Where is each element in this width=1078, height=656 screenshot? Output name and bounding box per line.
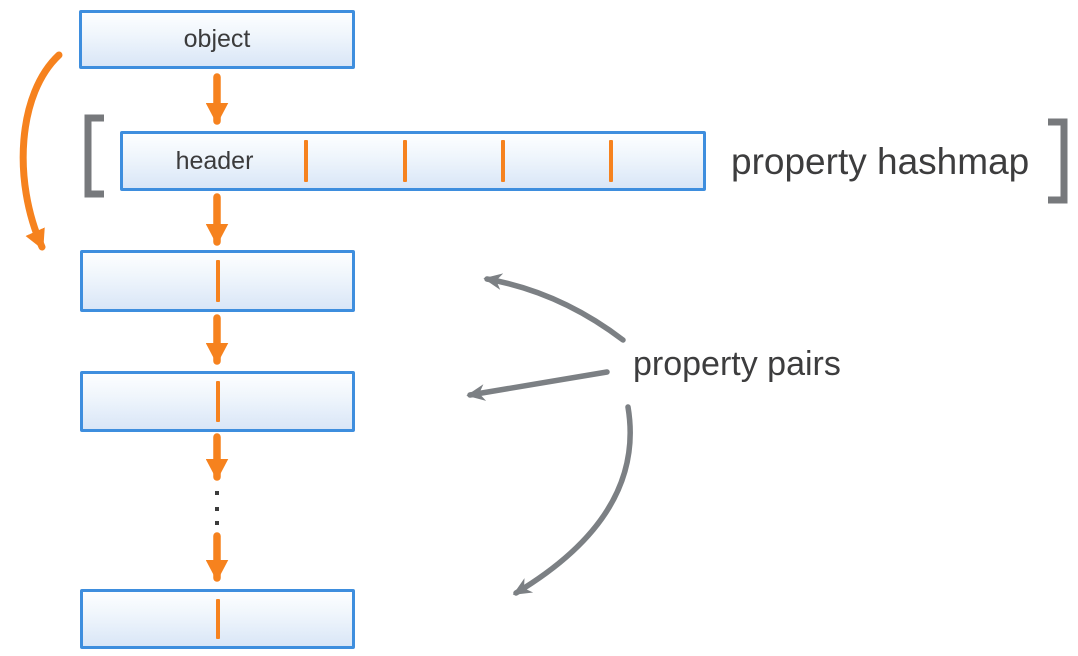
object-box-label: object bbox=[183, 25, 251, 53]
ellipsis-dot bbox=[215, 507, 219, 511]
curved-arrow-object-to-first-pair bbox=[19, 51, 63, 251]
pairs-annotation-arrow-middle bbox=[466, 369, 610, 401]
property-pair-box-1 bbox=[80, 250, 355, 312]
hashmap-header-label: header bbox=[175, 146, 254, 175]
hashmap-box: header bbox=[120, 131, 706, 191]
pairs-annotation-arrow-top bbox=[483, 273, 626, 343]
pair-slot-divider bbox=[216, 599, 220, 639]
pair-slot-divider bbox=[216, 260, 220, 302]
right-bracket bbox=[1048, 118, 1068, 204]
property-pair-box-2 bbox=[80, 371, 355, 432]
pairs-annotation-label: property pairs bbox=[633, 345, 841, 383]
left-bracket bbox=[84, 114, 104, 198]
hashmap-slot-divider bbox=[501, 140, 505, 182]
ellipsis-dot bbox=[215, 521, 219, 525]
object-box: object bbox=[79, 10, 355, 69]
hashmap-slot-divider bbox=[304, 140, 308, 182]
hashmap-slot-divider bbox=[403, 140, 407, 182]
ellipsis-dot bbox=[215, 491, 219, 495]
pairs-annotation-arrow-bottom bbox=[512, 404, 633, 596]
pair-slot-divider bbox=[216, 381, 220, 422]
hashmap-slot-divider bbox=[609, 140, 613, 182]
hashmap-annotation-label: property hashmap bbox=[731, 141, 1030, 182]
property-pair-box-last bbox=[80, 589, 355, 649]
